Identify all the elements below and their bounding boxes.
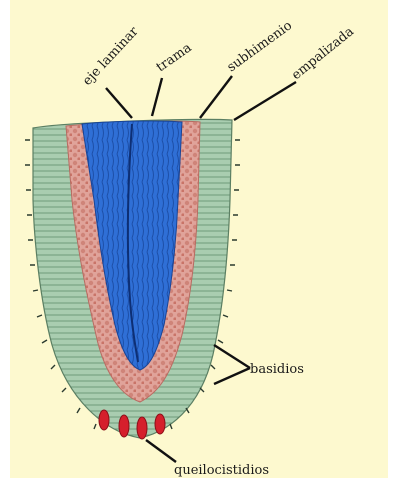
label-subhimenio: subhimenio xyxy=(225,18,296,75)
label-empalizada: empalizada xyxy=(289,24,357,83)
leader-basidios-1 xyxy=(214,345,250,368)
label-queilocistidios: queilocistidios xyxy=(174,463,269,478)
leader-empalizada xyxy=(234,82,296,120)
leader-basidios-2 xyxy=(214,368,250,384)
leader-queilocistidios xyxy=(146,440,176,462)
leader-subhimenio xyxy=(200,76,232,118)
label-eje-laminar: eje laminar xyxy=(80,24,142,89)
label-basidios: basidios xyxy=(250,362,304,377)
leader-eje-laminar xyxy=(106,88,132,118)
label-trama: trama xyxy=(154,40,195,75)
leader-trama xyxy=(152,78,162,116)
